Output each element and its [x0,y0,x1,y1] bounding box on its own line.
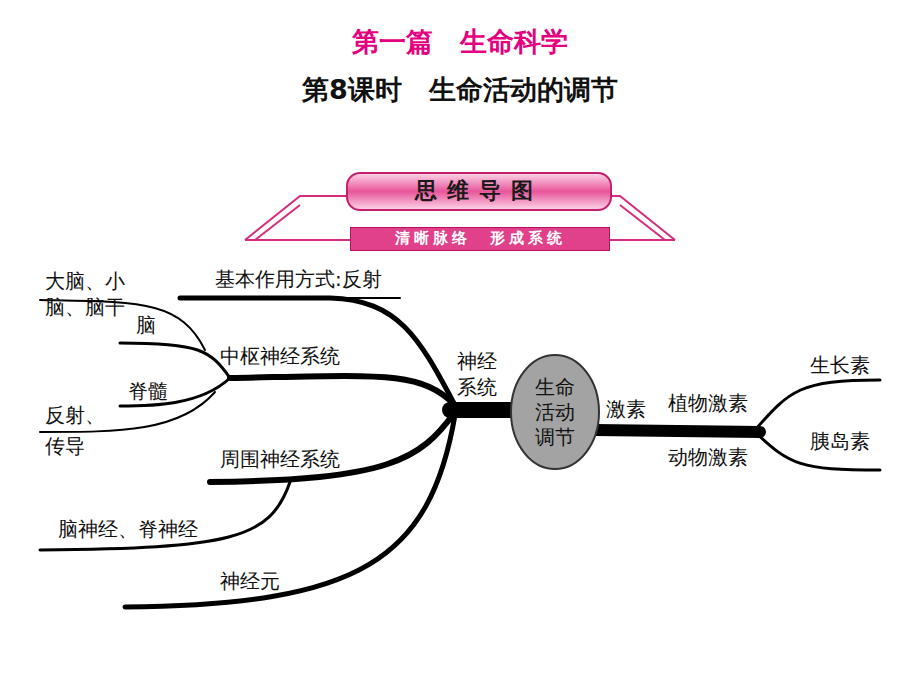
branch-label: 周围神经系统 [220,446,340,472]
center-ellipse: 生命活动调节 [509,353,601,471]
branch-label: 动物激素 [668,444,748,470]
page-title: 第一篇 生命科学 [0,24,920,59]
branch-label: 脊髓 [128,378,168,404]
branch-label: 神经元 [220,568,280,594]
branch-label: 激素 [606,396,646,422]
branch-label: 中枢神经系统 [220,343,340,369]
branch-label: 植物激素 [668,390,748,416]
branch-label: 脑 [136,312,156,338]
ellipse-shape [511,355,599,469]
branch-label: 反射、传导 [45,400,109,462]
subtitle: 第8课时 生命活动的调节 [0,72,920,107]
node-text: 思维导图 [368,177,590,206]
banner-box: 思维导图 [346,172,612,211]
node-text: 生命活动调节 [534,375,576,450]
branch-label: 脑神经、脊神经 [58,516,198,542]
banner-band: 清晰脉络 形成系统 [350,227,610,251]
branch-label: 大脑、小脑、脑干 [45,268,131,320]
node-text: 清晰脉络 形成系统 [369,229,591,249]
branch-label: 基本作用方式:反射 [215,266,382,292]
branch-label: 胰岛素 [810,428,870,454]
branch-label: 神经系统 [457,348,501,400]
branch-label: 生长素 [810,352,870,378]
